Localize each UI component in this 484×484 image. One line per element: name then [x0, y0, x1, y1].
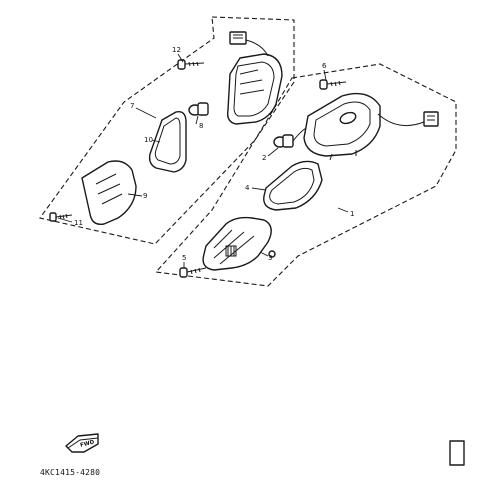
callout-4: 4: [245, 184, 250, 192]
leader-3: [259, 251, 269, 257]
connector-rear-unit: [229, 31, 269, 57]
leader-10: [151, 139, 161, 143]
callout-5: 5: [182, 254, 186, 262]
leader-2: [267, 147, 279, 157]
bulb-part-8: [188, 102, 209, 116]
callout-12: 12: [172, 46, 181, 54]
callout-11: 11: [74, 219, 83, 227]
leader-6: [323, 69, 327, 81]
callout-10: 10: [144, 136, 153, 144]
callout-1: 1: [350, 210, 354, 218]
callout-3: 3: [268, 254, 272, 262]
leader-9: [127, 193, 143, 197]
callout-8: 8: [199, 122, 203, 130]
leader-8: [195, 115, 199, 125]
lens-part-9: [81, 160, 137, 225]
leader-7: [135, 107, 157, 119]
callout-9: 9: [143, 192, 147, 200]
screw-part-11: [49, 212, 73, 222]
bulb-part-2: [273, 127, 307, 148]
drawing-code: 4KC1415-4280: [40, 468, 101, 477]
housing-front-unit: [303, 92, 381, 161]
page-marker-icon: [449, 440, 465, 466]
fwd-arrow-icon: FWD: [65, 433, 99, 453]
assembly-1-boundary: [154, 63, 457, 287]
leader-11: [57, 217, 73, 223]
screw-part-12: [177, 59, 205, 70]
gasket-part-4: [263, 160, 323, 211]
fwd-label: FWD: [80, 439, 96, 448]
housing-rear-unit: [226, 53, 283, 125]
connector-front-unit: [377, 111, 439, 127]
callout-2: 2: [262, 154, 266, 162]
lens-part-3: [202, 216, 276, 271]
assembly-7-boundary: [39, 16, 295, 245]
callout-7: 7: [130, 102, 134, 110]
leader-12: [177, 53, 184, 63]
leader-1: [337, 207, 349, 213]
leader-4: [251, 187, 267, 191]
callout-6: 6: [322, 62, 327, 70]
screw-part-6: [319, 79, 347, 90]
screw-part-5: [179, 267, 207, 278]
gasket-part-10: [148, 111, 187, 173]
